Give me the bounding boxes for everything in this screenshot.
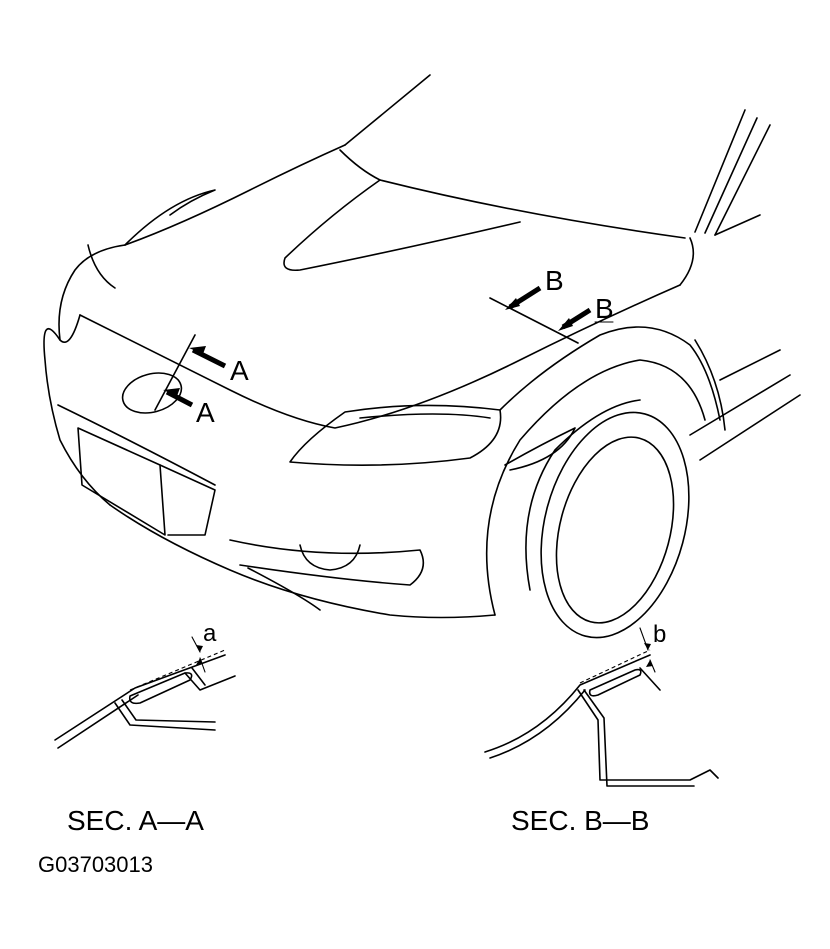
arrow-label-b-upper: B [545,265,564,296]
section-b-cut [489,285,614,344]
dimension-label-a: a [203,620,217,647]
section-b-detail [484,627,719,787]
section-a-detail [54,636,236,749]
arrow-b-lower-icon [558,318,573,331]
section-a-caption: SEC. A—A [67,805,204,836]
dimension-label-b: b [653,621,666,648]
section-b-caption: SEC. B—B [511,805,649,836]
arrow-label-b-lower: B [595,293,614,324]
arrow-label-a-lower: A [196,397,215,428]
figure-code: G03703013 [38,852,153,877]
arrow-label-a-upper: A [230,355,249,386]
car-body-outline [43,74,801,639]
arrow-b-upper-icon [505,298,520,310]
section-a-cut [154,334,227,411]
